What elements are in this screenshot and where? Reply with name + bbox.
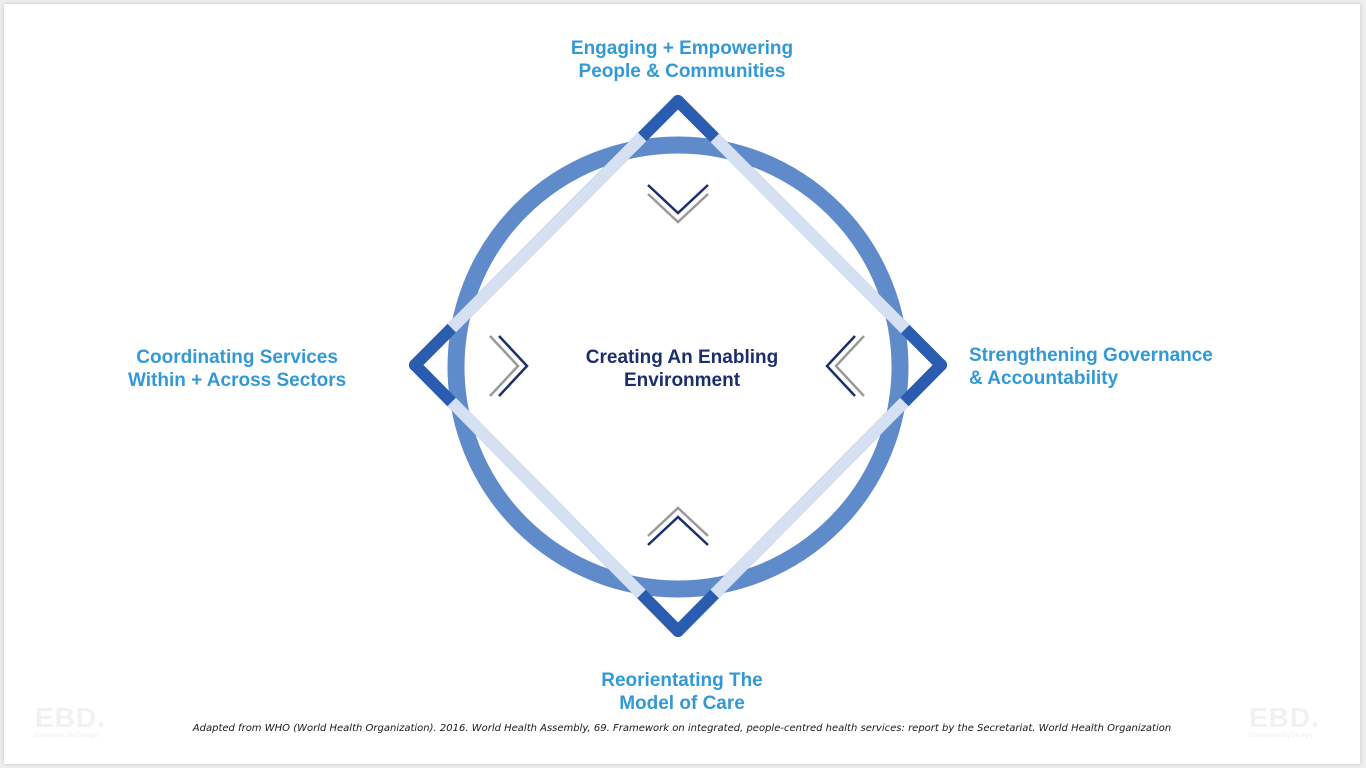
label-top: Engaging + Empowering People & Communiti…	[482, 37, 882, 83]
logo-tagline: EconomicsByDesign	[35, 733, 99, 739]
label-left-line2: Within + Across Sectors	[128, 370, 347, 391]
logo-watermark-right: EBD. EconomicsByDesign	[1249, 704, 1320, 740]
logo-mark: EBD.	[35, 702, 106, 733]
citation: Adapted from WHO (World Health Organizat…	[192, 723, 1172, 734]
label-bottom: Reorientating The Model of Care	[482, 669, 882, 715]
label-left-line1: Coordinating Services	[136, 347, 338, 368]
label-left: Coordinating Services Within + Across Se…	[128, 346, 346, 392]
label-right-line1: Strengthening Governance	[969, 345, 1213, 366]
logo-mark: EBD.	[1249, 702, 1320, 733]
chevron-up-icon	[647, 506, 709, 546]
center-label-line1: Creating An Enabling	[585, 347, 779, 368]
chevron-left-icon	[825, 335, 865, 397]
chevron-down-icon	[647, 184, 709, 224]
center-label: Creating An Enabling Environment	[532, 346, 832, 392]
label-bottom-line2: Model of Care	[619, 693, 745, 714]
slide: Creating An Enabling Environment Engagin…	[4, 4, 1360, 764]
center-label-line2: Environment	[623, 370, 741, 391]
label-right: Strengthening Governance & Accountabilit…	[969, 344, 1213, 390]
label-right-line2: & Accountability	[969, 368, 1119, 389]
logo-tagline: EconomicsByDesign	[1249, 733, 1313, 739]
framework-diagram	[409, 95, 947, 637]
logo-watermark-left: EBD. EconomicsByDesign	[35, 704, 106, 740]
label-top-line1: Engaging + Empowering	[570, 38, 794, 59]
diamond-inner-overlay	[410, 96, 946, 636]
label-top-line2: People & Communities	[578, 61, 786, 82]
chevron-right-icon	[489, 335, 529, 397]
label-bottom-line1: Reorientating The	[601, 670, 763, 691]
outer-ring	[447, 136, 909, 598]
